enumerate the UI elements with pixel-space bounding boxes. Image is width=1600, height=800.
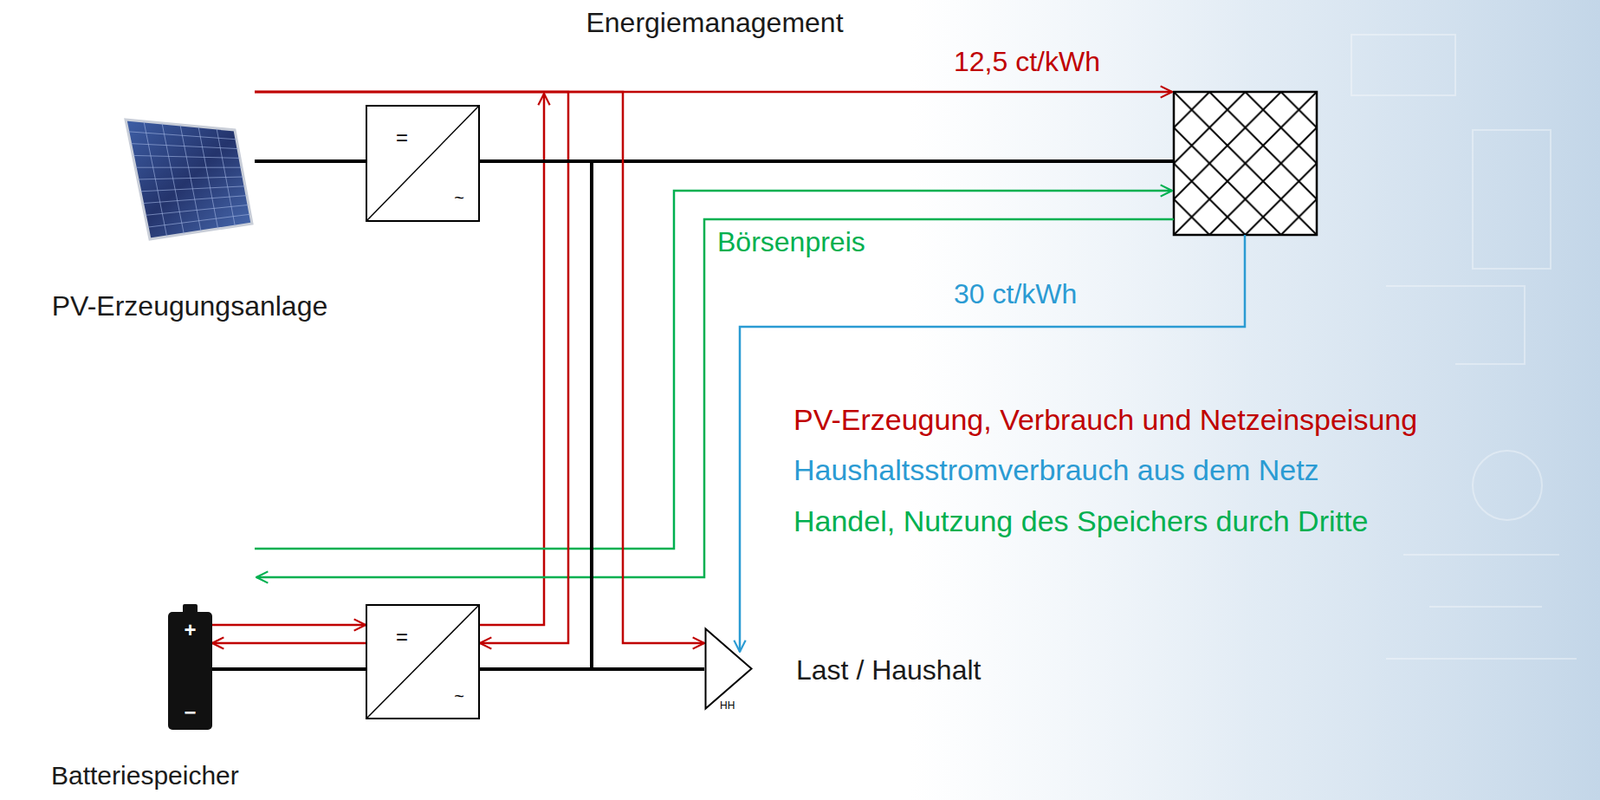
battery-body	[168, 611, 213, 730]
price-label: 30 ct/kWh	[953, 278, 1077, 311]
price-label: 12,5 ct/kWh	[953, 45, 1101, 78]
panel-cell-line	[140, 186, 246, 192]
legend-item: PV-Erzeugung, Verbrauch und Netzeinspeis…	[793, 402, 1418, 437]
node-heading: Last / Haushalt	[796, 654, 981, 687]
discharge-flow	[479, 93, 545, 625]
background-fade	[909, 0, 1600, 800]
legend-text: Handel, Nutzung des Speichers durch Drit…	[793, 504, 1368, 538]
panel-cell-line	[130, 143, 239, 149]
charge-flow	[254, 91, 569, 643]
pv-panel-outline	[122, 86, 255, 243]
load-code: HH	[719, 699, 735, 713]
minus-terminal: −	[183, 699, 196, 725]
price-label: Börsenpreis	[717, 226, 866, 259]
panel-cell-line	[128, 131, 237, 140]
panel-cell-line	[147, 213, 251, 227]
discharge-flow	[212, 623, 366, 627]
inverter-box-outline	[367, 605, 482, 721]
converter-diagonal	[367, 106, 479, 221]
panel-cell-line	[144, 204, 249, 215]
legend-text: PV-Erzeugung, Verbrauch und Netzeinspeis…	[793, 402, 1418, 436]
ac-symbol: ~	[453, 187, 465, 208]
diagram-title: Energiemanagement	[585, 6, 843, 39]
panel-cell-line	[132, 155, 240, 158]
inverter-box: =~	[365, 603, 480, 720]
power-wire	[479, 667, 705, 671]
self-consumption-flow	[254, 91, 705, 643]
pv-panel: PV-Erzeugungsanlage	[122, 86, 255, 243]
ac-symbol: ~	[453, 686, 465, 707]
legend-item: Haushaltsstromverbrauch aus dem Netz	[793, 453, 1320, 487]
panel-cell-line	[135, 167, 242, 169]
inverter-box: =~	[365, 104, 480, 222]
background-texture	[1472, 129, 1551, 269]
legend-item: Handel, Nutzung des Speichers durch Drit…	[793, 504, 1368, 538]
charge-flow	[212, 641, 366, 645]
converter-diagonal	[367, 605, 479, 718]
power-wire	[212, 667, 366, 671]
grid-supply-flow	[739, 234, 1245, 652]
grid-symbol	[1173, 91, 1317, 235]
background-texture	[1472, 450, 1542, 520]
inverter-box-outline	[367, 106, 482, 224]
battery-symbol: +−Batteriespeicher	[168, 603, 213, 730]
panel-cell-line	[137, 176, 244, 180]
background-texture	[1386, 554, 1577, 659]
background-texture	[1351, 34, 1456, 96]
panel-cell-line	[142, 195, 247, 204]
power-wire	[479, 161, 705, 669]
dc-symbol: =	[395, 125, 409, 150]
legend-text: Haushaltsstromverbrauch aus dem Netz	[793, 453, 1320, 486]
power-wire	[254, 159, 366, 163]
node-heading: Batteriespeicher	[51, 760, 240, 791]
grid-symbol	[1173, 91, 1317, 235]
load-symbol: HHLast / Haushalt	[704, 627, 753, 710]
dc-symbol: =	[395, 624, 409, 649]
load-symbol-outline	[704, 627, 753, 710]
background-texture	[1386, 285, 1525, 364]
load-triangle	[706, 628, 752, 709]
node-heading: PV-Erzeugungsanlage	[51, 290, 328, 323]
plus-terminal: +	[183, 617, 196, 642]
background-texture	[1351, 34, 1577, 659]
trade-flow	[254, 190, 1173, 549]
solar-panel	[125, 119, 253, 240]
